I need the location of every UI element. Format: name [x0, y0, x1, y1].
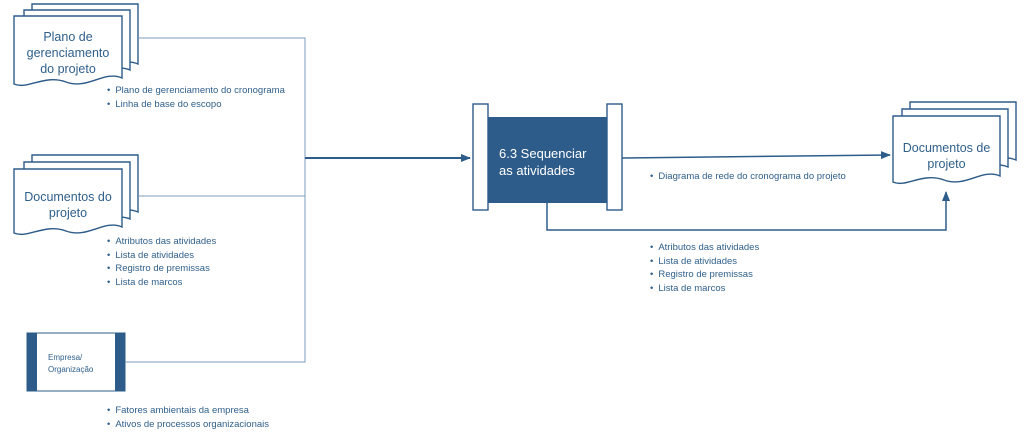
main-output-items: Diagrama de rede do cronograma do projet… [650, 170, 845, 184]
enterprise-block [26, 332, 126, 392]
plan-doc-icon [13, 3, 139, 87]
output-docs-title: Documentos de projeto [902, 141, 991, 171]
output-docs-icon [892, 101, 1017, 185]
list-item: Plano de gerenciamento do cronograma [107, 84, 285, 98]
list-item: Lista de marcos [107, 276, 216, 290]
process-title: 6.3 Sequenciar as atividades [499, 146, 587, 178]
enterprise-items: Fatores ambientais da empresa Ativos de … [107, 404, 269, 431]
output-arrow [621, 151, 891, 160]
list-item: Ativos de processos organizacionais [107, 418, 269, 432]
list-item: Atributos das atividades [107, 235, 216, 249]
project-docs-title: Documentos do projeto [24, 190, 112, 220]
list-item: Registro de premissas [650, 268, 759, 282]
list-item: Atributos das atividades [650, 241, 759, 255]
plan-doc-title: Plano de gerenciamento do projeto [26, 30, 110, 76]
update-arrow [546, 191, 950, 231]
plan-doc-items: Plano de gerenciamento do cronograma Lin… [107, 84, 285, 111]
list-item: Lista de atividades [107, 249, 216, 263]
process-block [472, 103, 623, 211]
input-connectors [125, 37, 306, 363]
list-item: Diagrama de rede do cronograma do projet… [650, 170, 845, 184]
project-docs-icon [13, 154, 139, 236]
list-item: Linha de base do escopo [107, 98, 285, 112]
list-item: Registro de premissas [107, 262, 216, 276]
enterprise-title: Empresa/ Organização [48, 353, 94, 374]
list-item: Fatores ambientais da empresa [107, 404, 269, 418]
list-item: Lista de marcos [650, 282, 759, 296]
update-items: Atributos das atividades Lista de ativid… [650, 241, 759, 295]
list-item: Lista de atividades [650, 255, 759, 269]
project-docs-items: Atributos das atividades Lista de ativid… [107, 235, 216, 289]
